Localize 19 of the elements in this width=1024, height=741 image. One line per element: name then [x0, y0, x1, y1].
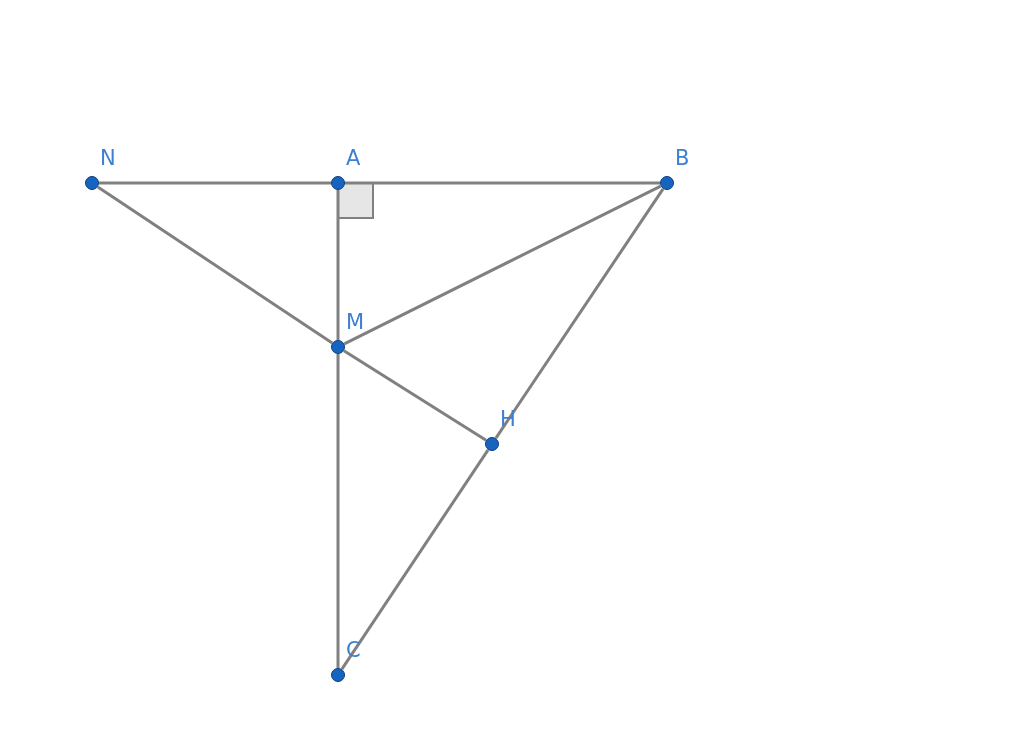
line-segment — [96, 185, 334, 345]
point-dot — [660, 176, 674, 190]
line-segment — [336, 354, 340, 668]
point-dot — [485, 437, 499, 451]
line-segment — [494, 187, 665, 440]
line-segment — [345, 181, 660, 185]
point-dot — [331, 176, 345, 190]
line-segment — [340, 448, 490, 671]
line-segment — [343, 349, 487, 442]
point-dot — [331, 340, 345, 354]
point-label: A — [346, 148, 361, 169]
line-segment — [343, 184, 662, 346]
point-dot — [85, 176, 99, 190]
point-label: B — [675, 148, 690, 169]
line-segment — [99, 181, 331, 185]
point-dot — [331, 668, 345, 682]
point-label: M — [346, 312, 365, 333]
point-label: N — [100, 148, 116, 169]
line-segment — [336, 190, 340, 340]
